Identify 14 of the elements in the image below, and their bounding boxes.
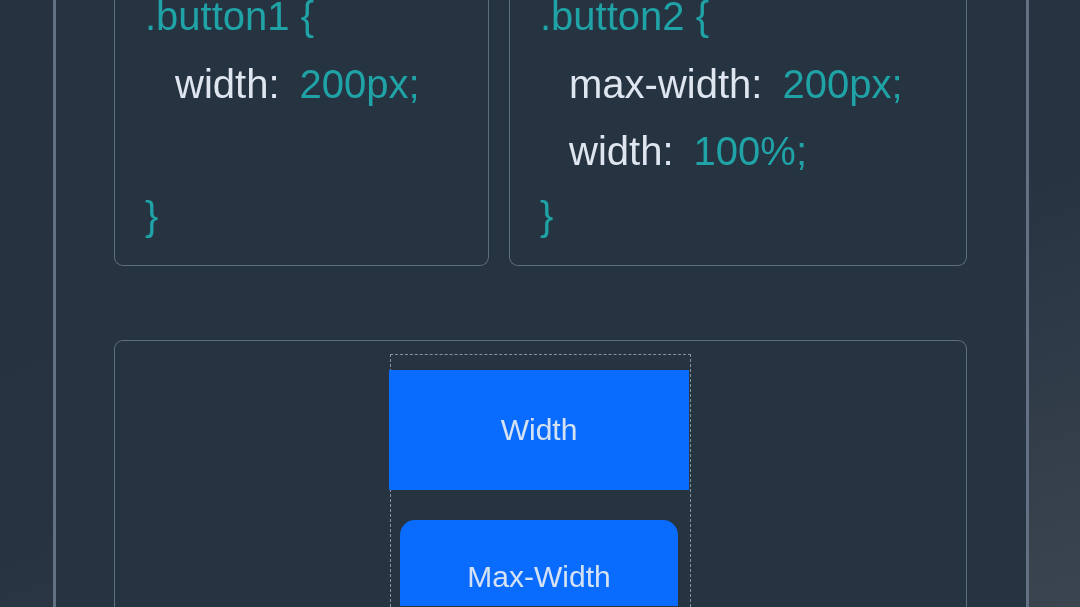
code-card xyxy=(509,0,967,266)
code-line: .button1 { xyxy=(145,0,315,39)
code-line: } xyxy=(540,193,554,239)
width-demo-block: Width xyxy=(389,370,689,490)
code-line: } xyxy=(145,193,159,239)
code-card xyxy=(114,0,489,266)
code-line: width: 200px; xyxy=(175,61,420,107)
dashed-container xyxy=(389,353,691,607)
preview-panel xyxy=(114,340,967,607)
code-line: .button2 { xyxy=(540,0,710,39)
code-line: width: 100%; xyxy=(569,128,808,174)
outer-panel xyxy=(53,0,1029,607)
code-line: max-width: 200px; xyxy=(569,61,903,107)
max-width-demo-block: Max-Width xyxy=(400,520,678,606)
